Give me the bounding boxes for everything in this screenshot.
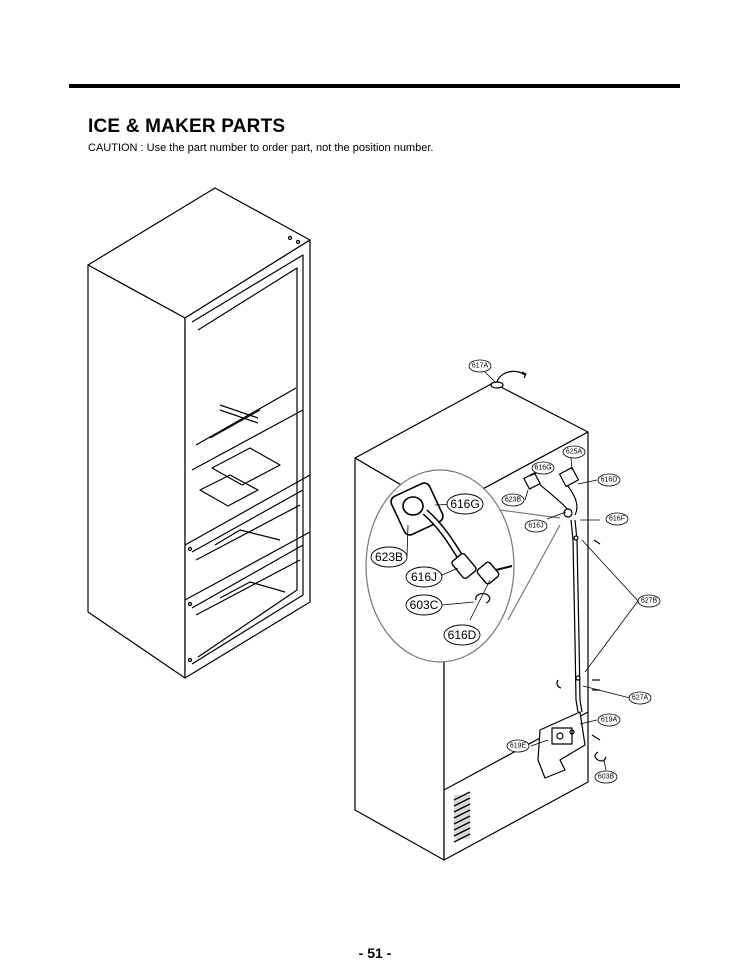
callout-627B: 627B	[641, 598, 658, 605]
callout-617A: 617A	[472, 363, 489, 370]
detail-callout-616J: 616J	[411, 570, 437, 584]
callout-616F: 616F	[609, 516, 625, 523]
detail-callout-603C: 603C	[410, 598, 439, 612]
callout-627A: 627A	[632, 695, 649, 702]
callout-603B: 603B	[598, 774, 615, 781]
callout-616G-small: 616G	[534, 465, 551, 472]
front-cabinet-drawing	[87, 187, 311, 679]
detail-callout-616G: 616G	[450, 497, 479, 511]
callout-616D-small: 616D	[601, 477, 618, 484]
callout-625A: 625A	[566, 449, 583, 456]
caution-note: CAUTION : Use the part number to order p…	[88, 142, 434, 154]
page-title: ICE & MAKER PARTS	[88, 116, 286, 137]
detail-callout-623B: 623B	[375, 550, 403, 564]
page-number: - 51 -	[358, 945, 392, 961]
callout-616J-small: 616J	[528, 523, 543, 530]
detail-magnified-view	[365, 469, 561, 663]
callout-619A: 619A	[601, 717, 618, 724]
callout-619E: 619E	[510, 743, 527, 750]
detail-callout-616D: 616D	[448, 628, 477, 642]
header-rule	[69, 84, 680, 88]
callout-623B-small: 623B	[505, 497, 522, 504]
